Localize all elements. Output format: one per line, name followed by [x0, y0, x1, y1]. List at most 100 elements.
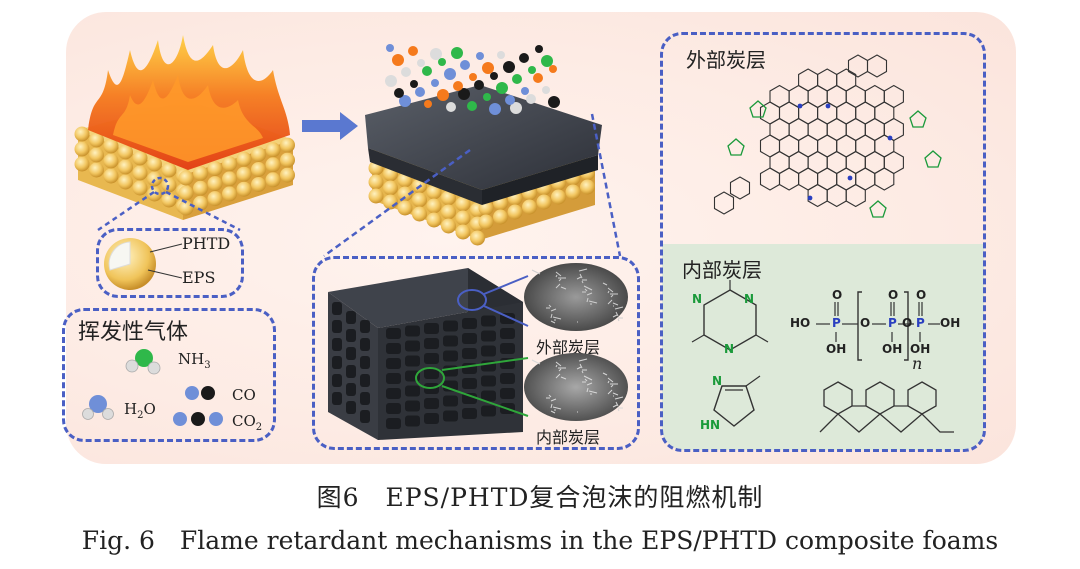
pore-cell [405, 415, 420, 427]
nh3-label: NH3 [178, 350, 211, 371]
foam-bead [280, 152, 295, 168]
nh3-main: NH [178, 350, 205, 368]
sem-texture [550, 403, 553, 409]
gas-particle [503, 61, 515, 73]
sem-texture [550, 308, 557, 312]
gas-particle [535, 45, 543, 53]
gas-particle [385, 75, 397, 87]
foam-bead [222, 171, 237, 187]
sem-texture [586, 297, 589, 303]
imidazole-ring [924, 150, 942, 168]
sem-texture [552, 316, 562, 320]
sem-texture [586, 382, 593, 386]
graphite-ring [847, 54, 869, 78]
sem-texture [581, 280, 584, 284]
gas-particle [410, 80, 418, 88]
gas-particle [458, 88, 470, 100]
sem-texture [617, 318, 620, 322]
graphite-ring [874, 167, 895, 191]
foam-bead [478, 214, 494, 230]
foam-bead [280, 167, 295, 183]
sem-texture [555, 364, 558, 368]
pore-cell [346, 311, 356, 324]
pore-cell [332, 302, 342, 315]
foam-bead [118, 159, 133, 175]
gas-particle [422, 66, 432, 76]
pore-cell [405, 340, 420, 352]
pore-cell [443, 320, 458, 332]
foam-bead [536, 194, 552, 210]
foam-bead [207, 176, 223, 192]
sem-texture [607, 380, 610, 384]
pore-cell [481, 375, 496, 387]
sem-texture [610, 294, 614, 298]
pore-cell [462, 378, 477, 389]
pore-cell [346, 347, 356, 360]
pore-cell [462, 348, 477, 359]
phosphorus-atom [825, 103, 831, 109]
pore-cell [424, 338, 439, 349]
sem-texture [612, 314, 618, 318]
graphite-ring [778, 167, 800, 191]
sem-texture [614, 306, 624, 310]
sem-texture [583, 375, 593, 381]
pore-cell [360, 356, 370, 369]
foam-bead [470, 230, 485, 246]
caption-chinese: 图6 EPS/PHTD复合泡沫的阻燃机制 [316, 483, 764, 512]
foam-bead [89, 147, 104, 163]
foam-bead [507, 204, 523, 220]
foam-bead [251, 147, 266, 162]
sem-texture [612, 302, 619, 306]
gas-particle [490, 72, 498, 80]
foam-bead [441, 218, 456, 234]
sem-texture [612, 404, 618, 408]
foam-bead [118, 144, 133, 160]
pore-cell [332, 338, 342, 351]
chem-o-top1: O [832, 288, 843, 302]
chem-o-top3: O [916, 288, 927, 302]
gas-particle [542, 86, 550, 94]
pore-cell [481, 330, 496, 342]
core-shell-bead [104, 238, 156, 290]
triazine-structure [691, 280, 769, 351]
foam-bead [236, 181, 252, 197]
sem-texture [588, 390, 598, 394]
gas-particle [533, 73, 543, 83]
sem-inner-label: 内部炭层 [536, 428, 601, 447]
inner-char-title: 内部炭层 [682, 258, 762, 282]
pore-cell [360, 410, 370, 423]
foam-bead [412, 206, 427, 222]
pore-cell [500, 388, 515, 399]
foam-bead [103, 168, 119, 184]
foam-bead [522, 199, 537, 215]
gas-particle [496, 82, 508, 94]
co2-main: CO [232, 412, 256, 430]
pore-cell [424, 368, 439, 379]
h2o-sub: 2 [137, 410, 144, 421]
foam-bead [368, 174, 384, 190]
gas-particle [408, 46, 418, 56]
volatile-gas-legend [62, 308, 276, 442]
pore-cell [346, 383, 356, 396]
foam-bead [441, 190, 456, 206]
sem-texture [578, 268, 588, 272]
sem-texture [584, 378, 588, 382]
pore-cell [462, 393, 477, 404]
foam-bead [207, 191, 223, 207]
foam-bead [103, 138, 119, 154]
foam-bead [265, 157, 281, 173]
h2o-molecule-icon [82, 395, 114, 420]
foam-bead [222, 186, 237, 202]
gas-particle [467, 101, 477, 111]
chem-oh2: OH [826, 342, 847, 356]
graphite-ring [759, 167, 781, 191]
pore-cell [405, 385, 420, 397]
sem-texture [558, 368, 562, 372]
pore-cell [443, 350, 458, 362]
gas-particle [392, 54, 404, 66]
foam-bead [493, 209, 508, 225]
pore-cell [332, 320, 342, 333]
gas-particle [519, 53, 529, 63]
polyaromatic-chain-structure [819, 381, 954, 433]
caption-english: Fig. 6 Flame retardant mechanisms in the… [81, 526, 999, 555]
